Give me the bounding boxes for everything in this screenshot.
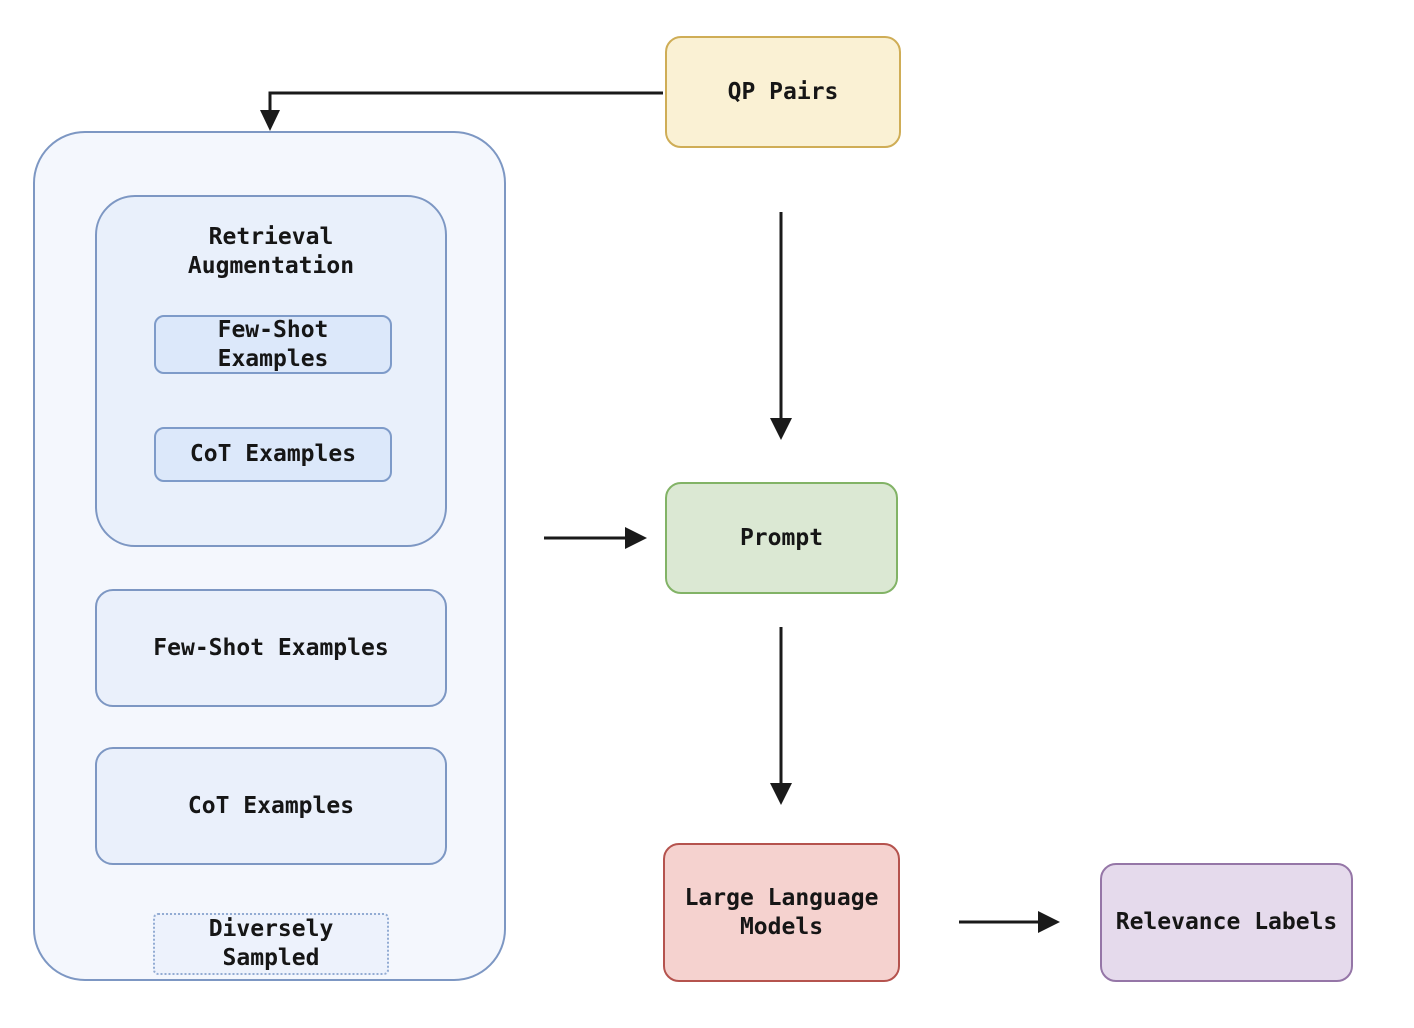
cot-examples-inner-node: CoT Examples xyxy=(154,427,392,482)
arrow-container-to-prompt xyxy=(544,527,647,549)
retrieval-augmentation-group: Retrieval Augmentation Few-Shot Examples… xyxy=(95,195,447,547)
cot-examples-inner-label: CoT Examples xyxy=(189,441,357,467)
qp-pairs-node: QP Pairs xyxy=(665,36,901,148)
qp-pairs-label: QP Pairs xyxy=(727,78,839,105)
diversely-sampled-node: Diversely Sampled xyxy=(153,913,389,975)
prompt-label: Prompt xyxy=(739,524,824,551)
large-language-models-label: Large Language Models xyxy=(684,884,879,940)
few-shot-examples-inner-label: Few-Shot Examples xyxy=(217,316,329,372)
arrow-qp-pairs-to-prompt xyxy=(770,212,792,440)
cot-examples-node: CoT Examples xyxy=(95,747,447,865)
arrow-llm-to-relevance-labels xyxy=(959,911,1060,933)
retrieval-augmentation-label: Retrieval Augmentation xyxy=(187,224,355,279)
diversely-sampled-label: Diversely Sampled xyxy=(208,916,334,971)
relevance-labels-label: Relevance Labels xyxy=(1115,909,1338,935)
relevance-labels-node: Relevance Labels xyxy=(1100,863,1353,982)
few-shot-examples-node: Few-Shot Examples xyxy=(95,589,447,707)
retrieval-augmentation-container: Retrieval Augmentation Few-Shot Examples… xyxy=(33,131,506,981)
few-shot-examples-label: Few-Shot Examples xyxy=(153,634,389,661)
large-language-models-node: Large Language Models xyxy=(663,843,900,982)
prompt-node: Prompt xyxy=(665,482,898,594)
cot-examples-label: CoT Examples xyxy=(187,792,355,819)
arrow-prompt-to-llm xyxy=(770,627,792,805)
arrow-qp-pairs-to-container xyxy=(260,91,663,131)
few-shot-examples-inner-node: Few-Shot Examples xyxy=(154,315,392,374)
